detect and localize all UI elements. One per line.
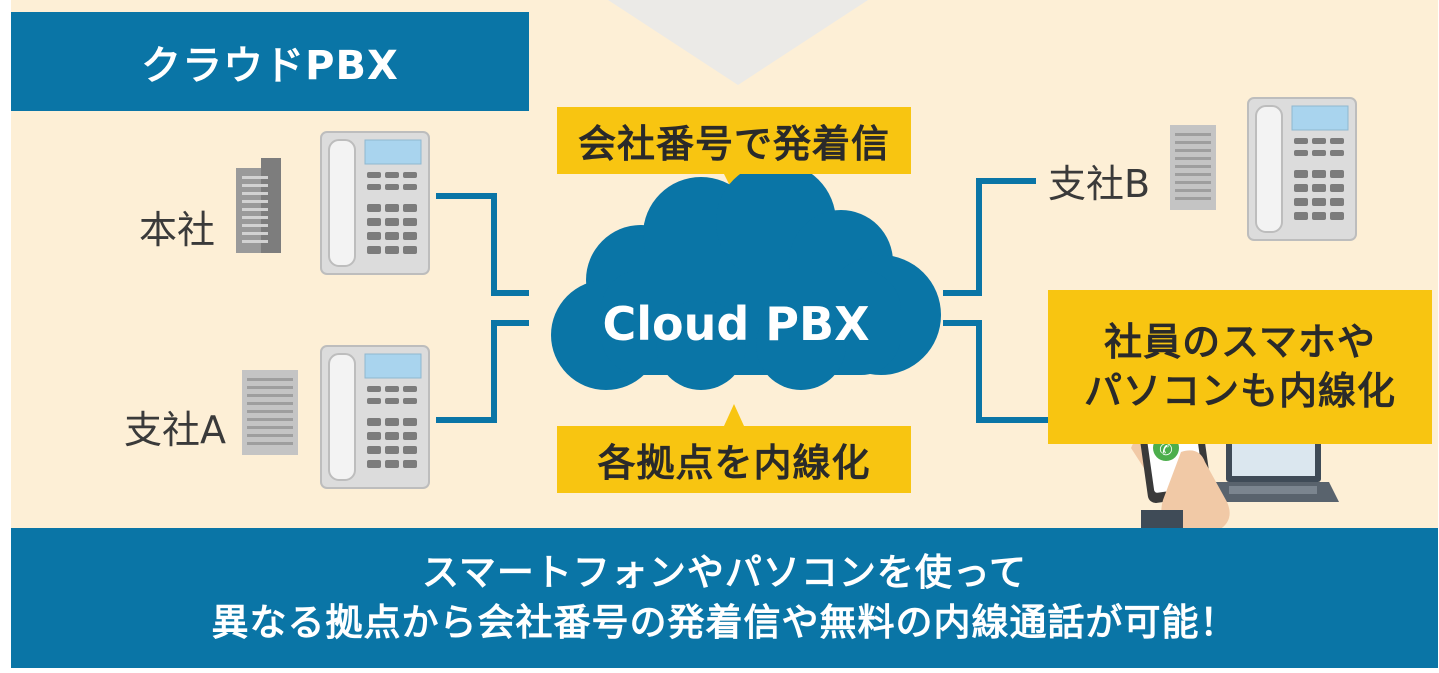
- desk-phone-icon: [320, 345, 430, 489]
- callout-mobile-line2: パソコンも内線化: [1083, 369, 1396, 413]
- down-arrow-icon: [608, 0, 868, 85]
- diagram-graphics: ✆: [236, 0, 1357, 530]
- connector-head-office: [436, 193, 529, 296]
- cloud-label: Cloud PBX: [602, 297, 870, 351]
- cloud-icon: [551, 162, 941, 390]
- callout-company-number: 会社番号で発着信: [557, 107, 911, 174]
- footer-line1: スマートフォンやパソコンを使って: [421, 551, 1028, 595]
- diagram-canvas: ✆ クラウドPBX 会社番号で発着信 各拠点を内線化 Cloud PBX 本社 …: [11, 0, 1438, 668]
- site-label-branch-a: 支社A: [124, 408, 226, 452]
- office-building-icon: [236, 158, 281, 253]
- connector-lines: [436, 178, 1048, 423]
- desk-phone-icon: [320, 131, 430, 275]
- svg-text:✆: ✆: [1159, 440, 1172, 459]
- connector-mobile: [943, 320, 1048, 423]
- office-building-icon: [242, 370, 298, 455]
- callout-mobile-extension: 社員のスマホや パソコンも内線化: [1048, 290, 1432, 444]
- site-label-branch-b: 支社B: [1048, 162, 1151, 206]
- footer-banner: スマートフォンやパソコンを使って 異なる拠点から会社番号の発着信や無料の内線通話…: [11, 528, 1438, 668]
- footer-line2: 異なる拠点から会社番号の発着信や無料の内線通話が可能！: [211, 601, 1238, 644]
- desk-phone-icon: [1247, 97, 1357, 241]
- site-label-head-office: 本社: [139, 208, 216, 252]
- callout-extension-sites: 各拠点を内線化: [557, 426, 911, 493]
- connector-branch-a: [436, 320, 529, 423]
- callout-mobile-line1: 社員のスマホや: [1104, 319, 1376, 364]
- connector-branch-b: [943, 178, 1036, 296]
- page-title: クラウドPBX: [11, 12, 529, 111]
- office-building-icon: [1170, 125, 1216, 210]
- callout-pointer-bottom: [724, 404, 744, 426]
